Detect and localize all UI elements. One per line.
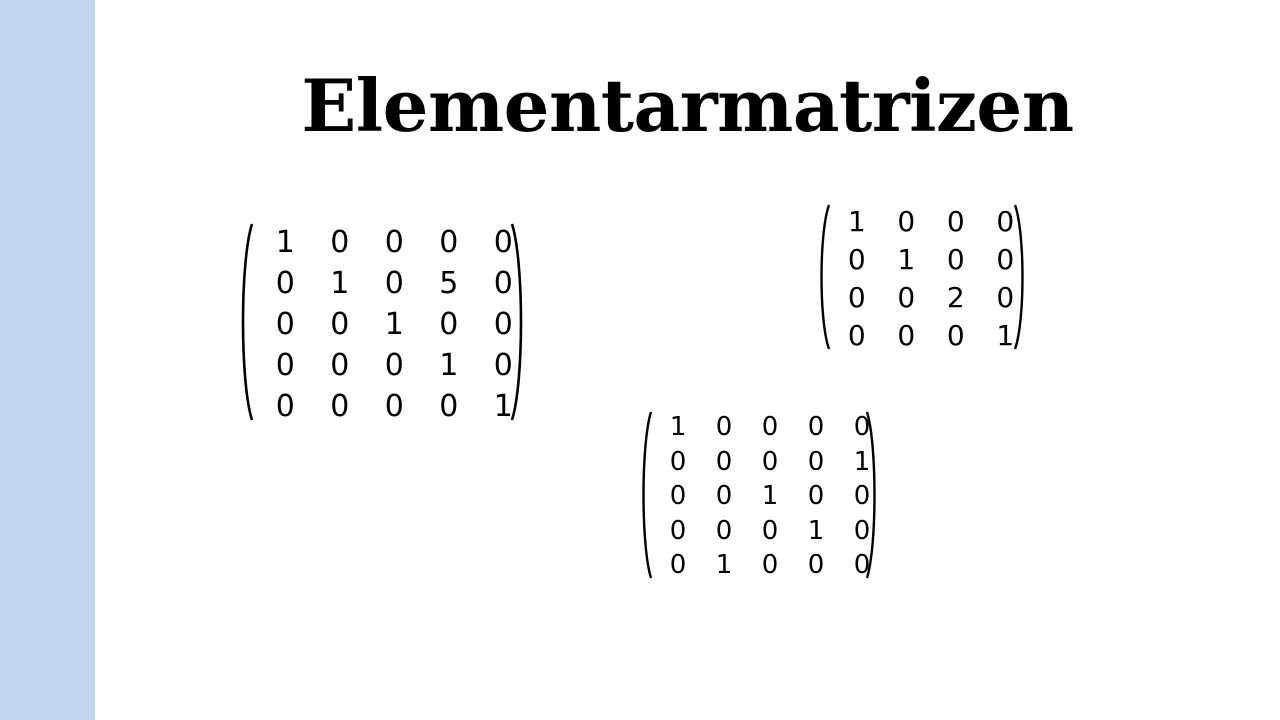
matrix-entry: 1: [715, 550, 733, 580]
matrix-entry: 0: [897, 281, 916, 314]
matrix-entry: 0: [384, 266, 404, 301]
matrix-entry: 0: [669, 481, 687, 511]
matrix-entry: 0: [807, 412, 825, 442]
matrix-entry: 2: [946, 281, 965, 314]
matrix-entry: 0: [946, 319, 965, 352]
matrix-entry: 1: [493, 389, 513, 424]
matrix-entry: 0: [853, 412, 871, 442]
matrix-entry: 0: [847, 281, 866, 314]
matrix-entry: 1: [996, 319, 1015, 352]
matrix-entry: 0: [493, 266, 513, 301]
right-parenthesis: [865, 411, 876, 579]
matrix-entry: 1: [669, 412, 687, 442]
matrix-entry: 0: [715, 481, 733, 511]
matrix-entry: 0: [847, 243, 866, 276]
matrix-entry: 0: [761, 412, 779, 442]
matrix-entry: 1: [897, 243, 916, 276]
matrix-entry: 1: [330, 266, 350, 301]
matrix-entry: 0: [761, 515, 779, 546]
matrix-entry: 0: [761, 550, 779, 580]
matrix-entry: 1: [847, 205, 866, 238]
matrix-entry: 0: [384, 225, 404, 260]
matrix-entry: 0: [330, 225, 350, 260]
matrix-entry: 0: [715, 515, 733, 546]
matrix-entry: 0: [275, 266, 295, 301]
matrix-entry: 0: [493, 225, 513, 260]
matrix-entry: 0: [330, 307, 350, 342]
matrix-entry: 0: [669, 515, 687, 546]
matrix-entry: 0: [330, 348, 350, 383]
matrix-entry: 0: [275, 307, 295, 342]
matrix-entry: 0: [996, 281, 1015, 314]
matrix-entry: 0: [715, 412, 733, 442]
matrix-entry: 0: [669, 550, 687, 580]
matrix-entry: 0: [807, 550, 825, 580]
side-accent-bar: [0, 0, 95, 720]
slide-title: Elementarmatrizen: [301, 63, 1074, 148]
matrix-entry: 0: [897, 319, 916, 352]
matrix-entry: 0: [275, 348, 295, 383]
matrix-entry: 0: [761, 446, 779, 477]
matrix-entry: 1: [275, 225, 295, 260]
left-parenthesis: [820, 204, 831, 350]
matrix-entry: 0: [996, 205, 1015, 238]
matrix-entry: 0: [847, 319, 866, 352]
left-parenthesis: [642, 411, 653, 579]
matrix-entry: 1: [761, 481, 779, 511]
matrix-entry: 0: [493, 348, 513, 383]
matrix-entry: 0: [946, 205, 965, 238]
matrix-entry: 0: [384, 348, 404, 383]
matrix-entry: 0: [853, 481, 871, 511]
matrix-entry: 0: [715, 446, 733, 477]
matrix-entry: 0: [807, 446, 825, 477]
matrix-entry: 1: [384, 307, 404, 342]
left-parenthesis: [241, 223, 254, 421]
matrix-entry: 0: [946, 243, 965, 276]
matrix-entry: 0: [493, 307, 513, 342]
matrix-entry: 0: [807, 481, 825, 511]
matrix-entry: 0: [439, 389, 459, 424]
matrix-entry: 0: [853, 515, 871, 546]
matrix-entry: 0: [439, 307, 459, 342]
matrix-entry: 0: [897, 205, 916, 238]
matrix-entry: 0: [330, 389, 350, 424]
matrix-entry: 5: [439, 266, 459, 301]
matrix-entry: 0: [275, 389, 295, 424]
matrix-entry: 1: [807, 515, 825, 546]
matrix-entry: 1: [439, 348, 459, 383]
right-parenthesis: [510, 223, 523, 421]
matrix-entry: 0: [853, 550, 871, 580]
right-parenthesis: [1013, 204, 1024, 350]
matrix-entry: 0: [439, 225, 459, 260]
matrix-entry: 0: [669, 446, 687, 477]
matrix-entry: 0: [384, 389, 404, 424]
matrix-entry: 0: [996, 243, 1015, 276]
matrix-entry: 1: [853, 446, 871, 477]
